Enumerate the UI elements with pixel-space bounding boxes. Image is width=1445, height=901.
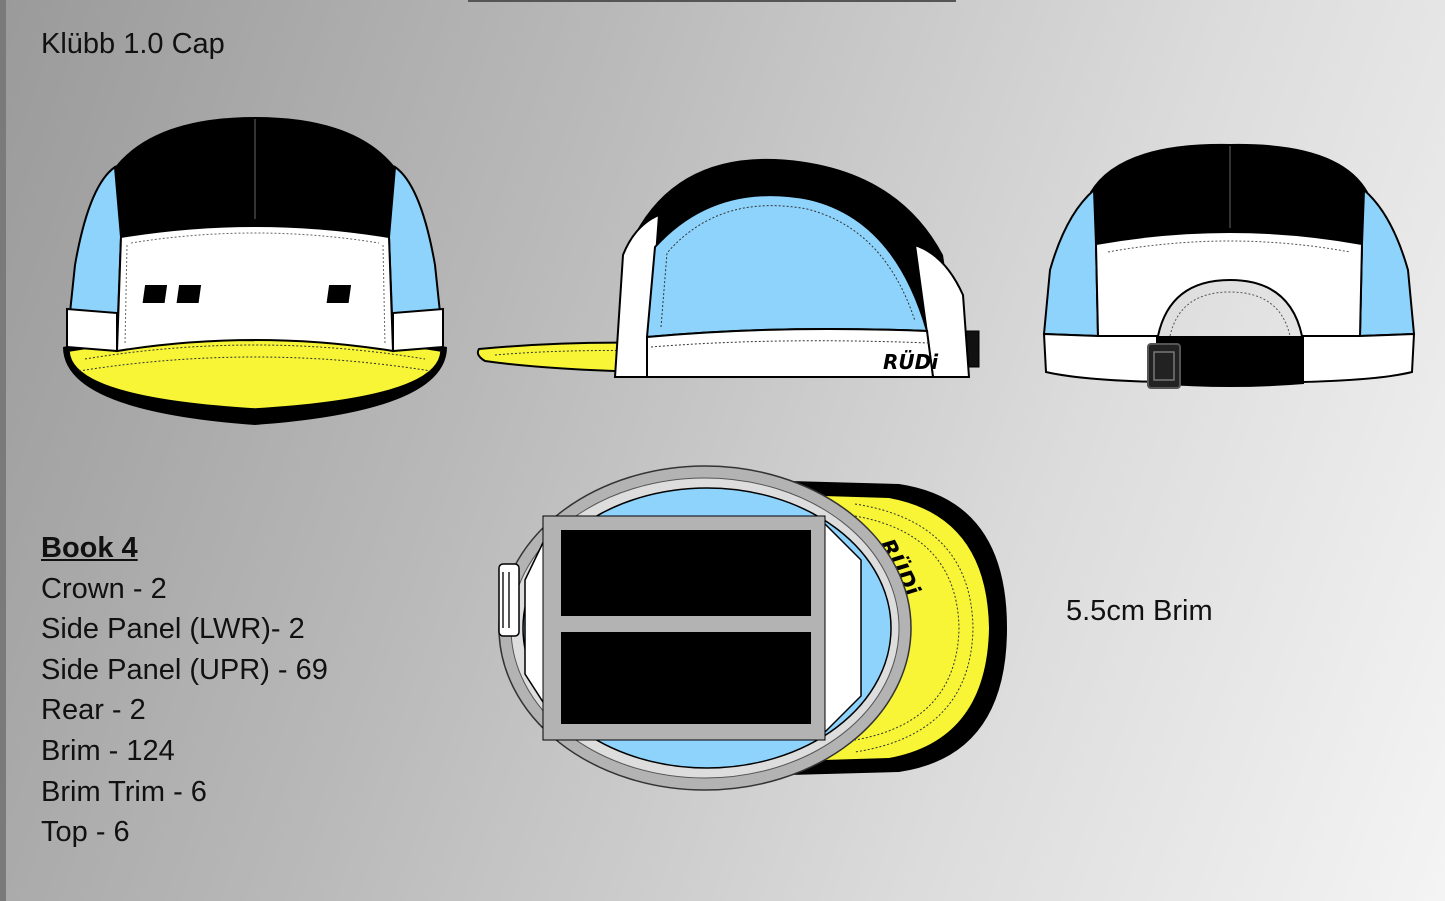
back-crown-top [1090,143,1368,244]
spec-item-side-panel-upr: Side Panel (UPR) - 69 [41,653,328,686]
spec-list: Book 4 Crown - 2 Side Panel (LWR)- 2 Sid… [41,528,328,853]
canvas-left-edge [0,0,6,901]
back-view [1042,143,1416,389]
underside-crown-panel-bottom [561,632,811,724]
spec-item-brim-trim: Brim Trim - 6 [41,775,207,808]
page-title: Klübb 1.0 Cap [41,28,225,60]
front-lower-band [66,307,118,353]
spec-item-top: Top - 6 [41,816,130,849]
brim-size-note: 5.5cm Brim [1066,595,1213,627]
spec-item-crown: Crown - 2 [41,572,167,605]
back-side-panel-left [1042,187,1100,338]
side-view: RÜDi [476,158,980,378]
spec-item-rear: Rear - 2 [41,694,146,727]
side-brand-mark: RÜDi [883,350,939,374]
side-lower-panel [646,328,935,378]
front-vent-1 [142,285,168,303]
spec-item-side-panel-lwr: Side Panel (LWR)- 2 [41,613,305,646]
front-side-panel-right [387,165,445,342]
back-buckle [1147,343,1181,389]
underside-view: RÜDi [498,465,1007,791]
back-lower-band [1042,332,1159,384]
back-side-panel-right [1358,187,1416,338]
front-side-panel-left [65,165,123,342]
front-panel [115,225,395,353]
front-vent-3 [326,285,352,303]
top-rule [468,0,956,2]
underside-crown-panel-top [561,530,811,616]
back-rear-panel [1094,231,1364,337]
spec-item-brim: Brim - 124 [41,734,175,767]
front-view [63,117,447,425]
back-strap [1156,336,1304,387]
front-vent-2 [176,285,202,303]
spec-heading: Book 4 [41,532,138,564]
